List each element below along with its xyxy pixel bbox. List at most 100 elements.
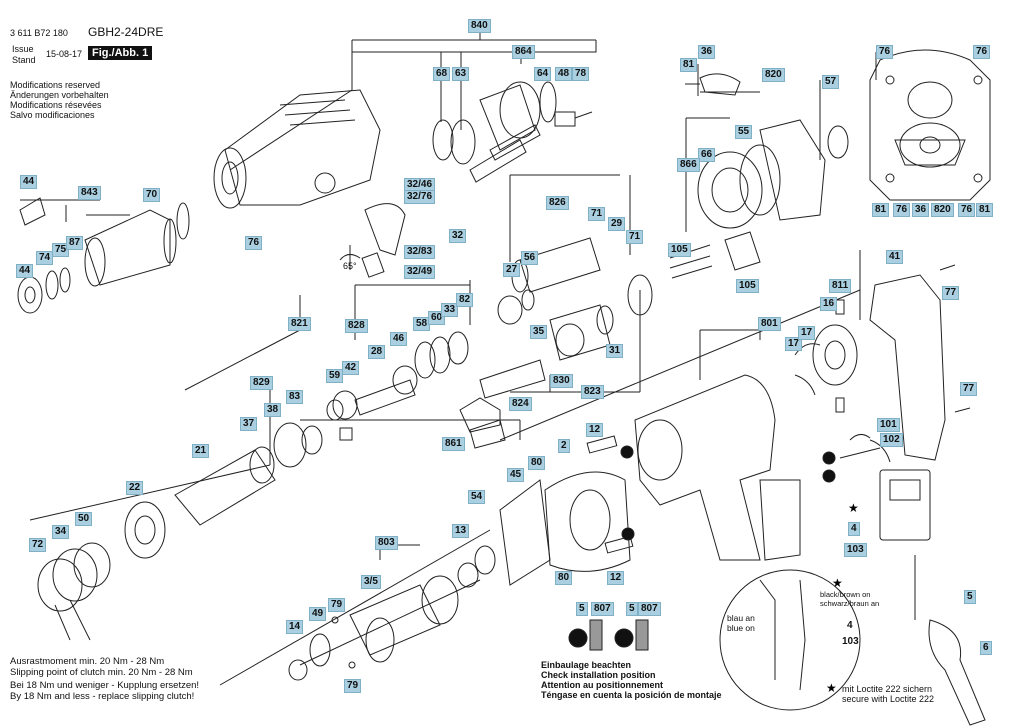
wiring-line: blau an xyxy=(727,613,755,623)
part-label: 811 xyxy=(829,279,852,293)
wiring-line: blue on xyxy=(727,623,755,633)
part-label: 44 xyxy=(20,175,38,189)
part-label: 38 xyxy=(264,403,282,417)
flange-820 xyxy=(869,49,991,201)
part-label: 6 xyxy=(980,641,992,655)
wiring-note: black/brown on schwarz/braun an xyxy=(820,590,879,608)
main-housing xyxy=(634,374,776,561)
loctite-line: secure with Loctite 222 xyxy=(842,694,935,704)
part-label: 87 xyxy=(66,236,84,250)
part-label: 76 xyxy=(876,45,894,59)
part-label: 68 xyxy=(433,67,451,81)
part-label: 55 xyxy=(735,125,753,139)
part-label: 828 xyxy=(345,319,368,333)
part-label: 12 xyxy=(607,571,625,585)
part-label: 45 xyxy=(507,468,525,482)
svg-text:★: ★ xyxy=(826,681,837,695)
part-label: 75 xyxy=(52,243,70,257)
part-label: 41 xyxy=(886,250,904,264)
part-label: 21 xyxy=(192,444,210,458)
part-label: 29 xyxy=(608,217,626,231)
spindle-21 xyxy=(174,449,276,526)
part-label: 5 xyxy=(964,590,976,604)
part-label: 42 xyxy=(342,361,360,375)
part-label: 821 xyxy=(288,317,311,331)
part-label: 820 xyxy=(762,68,785,82)
part-label: 36 xyxy=(912,203,930,217)
part-label: 824 xyxy=(509,397,532,411)
svg-text:★: ★ xyxy=(848,501,859,515)
housing-front xyxy=(224,89,381,206)
install-line: Einbaulage beachten xyxy=(541,660,632,670)
part-label: 72 xyxy=(29,538,47,552)
install-line: Attention au positionnement xyxy=(541,680,663,690)
part-label: 843 xyxy=(78,186,101,200)
part-label: 28 xyxy=(368,345,386,359)
part-label: 820 xyxy=(931,203,954,217)
part-label: 27 xyxy=(503,263,521,277)
part-label: 105 xyxy=(736,279,759,293)
issue-label: Issue xyxy=(12,44,34,54)
part-label: 32/76 xyxy=(404,190,436,204)
part-label: 803 xyxy=(375,536,398,550)
handle-half xyxy=(869,274,946,461)
part-label: 3/5 xyxy=(361,575,381,589)
part-label: 32/49 xyxy=(404,265,436,279)
angle-label: 65° xyxy=(343,261,357,271)
mod-line-es: Salvo modificaciones xyxy=(10,110,95,120)
part-label: 60 xyxy=(428,311,446,325)
loctite-note: mit Loctite 222 sichern secure with Loct… xyxy=(842,684,934,704)
figure-title: Fig./Abb. 1 xyxy=(88,46,153,60)
part-label: 76 xyxy=(973,45,991,59)
tool-holder xyxy=(84,209,171,286)
part-label: 79 xyxy=(328,598,346,612)
wiring-line: black/brown on xyxy=(820,590,871,599)
part-label: 71 xyxy=(626,230,644,244)
svg-text:★: ★ xyxy=(832,576,843,590)
part-label: 63 xyxy=(452,67,470,81)
part-label: 12 xyxy=(586,423,604,437)
armature xyxy=(349,584,441,656)
part-label: 830 xyxy=(550,374,573,388)
part-label: 840 xyxy=(468,19,491,33)
part-label: 103 xyxy=(842,636,859,647)
part-label: 826 xyxy=(546,196,569,210)
part-label: 105 xyxy=(668,243,691,257)
part-label: 44 xyxy=(16,264,34,278)
torque-line: Ausrastmoment min. 20 Nm - 28 Nm xyxy=(10,656,165,667)
part-label: 70 xyxy=(143,188,161,202)
part-label: 77 xyxy=(960,382,978,396)
bracket-840 xyxy=(351,40,597,53)
part-label: 22 xyxy=(126,481,144,495)
issue-date: 15-08-17 xyxy=(46,49,83,59)
part-label: 864 xyxy=(512,45,535,59)
part-label: 46 xyxy=(390,332,408,346)
torque-line: Bei 18 Nm und weniger - Kupplung ersetze… xyxy=(10,680,200,691)
torque-line: Slipping point of clutch min. 20 Nm - 28… xyxy=(10,667,193,678)
model-name: GBH2-24DRE xyxy=(88,25,164,39)
part-label: 31 xyxy=(606,344,624,358)
mod-line-fr: Modifications résevées xyxy=(10,100,102,110)
part-label: 81 xyxy=(976,203,994,217)
part-label: 37 xyxy=(240,417,258,431)
part-label: 54 xyxy=(468,490,486,504)
mod-line-en: Modifications reserved xyxy=(10,80,101,90)
part-label: 81 xyxy=(872,203,890,217)
part-label: 59 xyxy=(326,369,344,383)
part-label: 17 xyxy=(785,337,803,351)
part-label: 14 xyxy=(286,620,304,634)
part-label: 71 xyxy=(588,207,606,221)
part-label: 74 xyxy=(36,251,54,265)
part-label: 103 xyxy=(844,543,867,557)
part-label: 35 xyxy=(530,325,548,339)
torque-line: By 18 Nm and less - replace slipping clu… xyxy=(10,691,195,702)
part-label: 13 xyxy=(452,524,470,538)
part-label: 57 xyxy=(822,75,840,89)
wiring-line: schwarz/braun an xyxy=(820,599,880,608)
part-label: 79 xyxy=(344,679,362,693)
wiring-note-blue: blau an blue on xyxy=(727,613,755,633)
part-label: 78 xyxy=(572,67,590,81)
part-label: 82 xyxy=(456,293,474,307)
install-line: Téngase en cuenta la posición de montaje xyxy=(541,690,722,700)
